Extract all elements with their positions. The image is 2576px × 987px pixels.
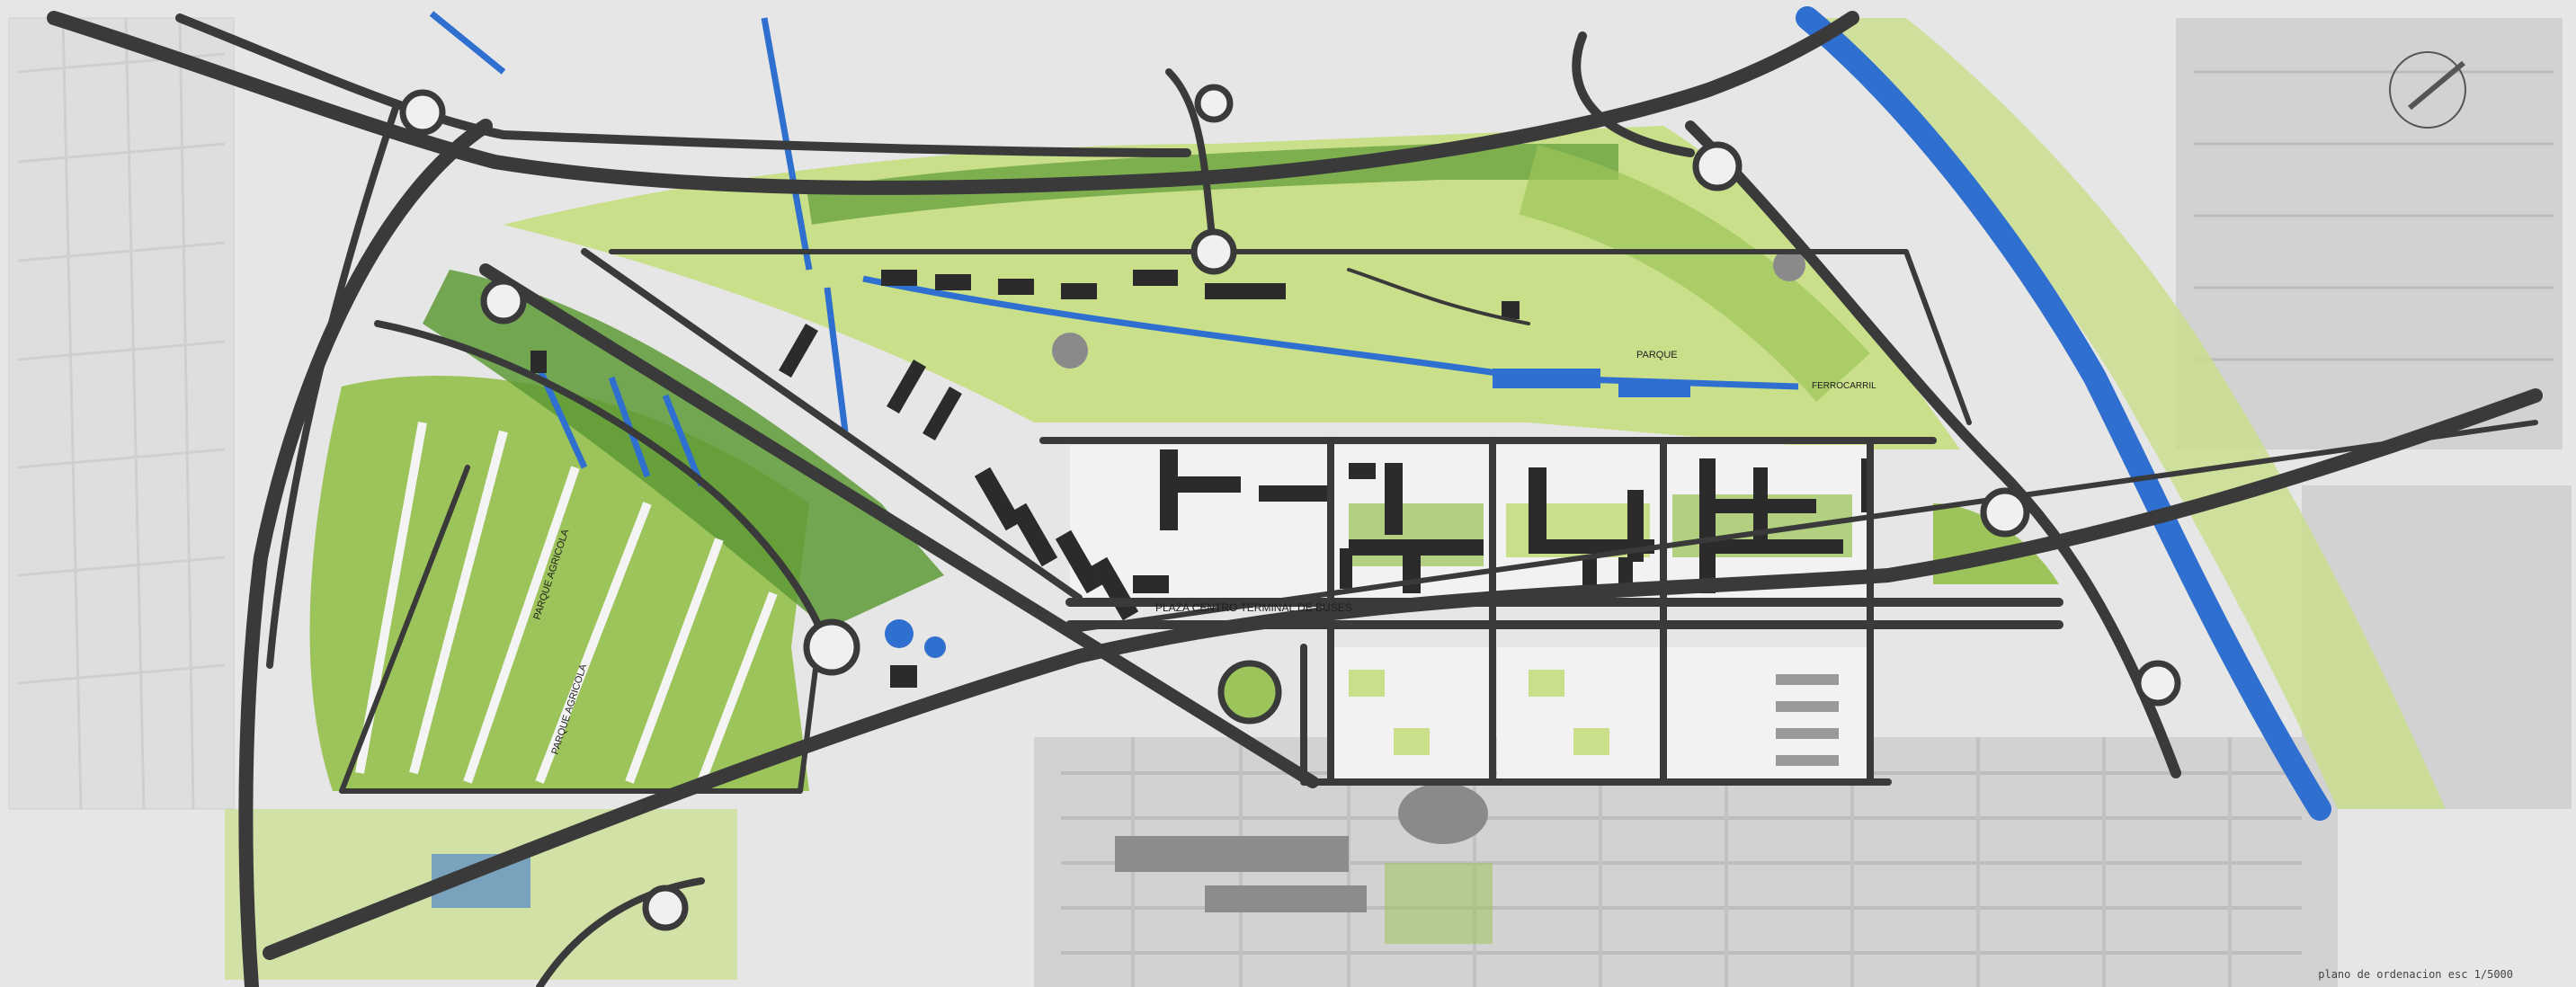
pond-west bbox=[885, 619, 914, 648]
diagonal-green-corridor bbox=[423, 270, 944, 629]
map-caption: plano de ordenacion esc 1/5000 bbox=[2318, 968, 2513, 981]
north-arrow-icon bbox=[2389, 51, 2466, 129]
plaza-label: PLAZA CENTRO TERMINAL DE BUSES bbox=[1155, 601, 1352, 614]
roundabout-north-2 bbox=[1194, 84, 1234, 123]
rail-platform-2 bbox=[1618, 381, 1690, 397]
roundabout-ne bbox=[1692, 141, 1743, 191]
roundabout-park-feature bbox=[1052, 333, 1088, 369]
round-feature-north bbox=[1773, 249, 1805, 281]
agricultural-parcels bbox=[355, 422, 778, 784]
roundabout-north bbox=[1190, 228, 1237, 275]
river-corridor bbox=[1796, 6, 2446, 821]
pond-west-2 bbox=[924, 636, 946, 658]
stadium bbox=[1398, 783, 1488, 844]
roundabout-southwest bbox=[642, 885, 689, 931]
rail-platform-1 bbox=[1493, 369, 1600, 388]
road-network bbox=[47, 11, 2543, 987]
roundabout-southeast bbox=[2135, 660, 2181, 707]
roundabout-w bbox=[480, 278, 527, 325]
river bbox=[1796, 6, 2331, 821]
roundabout-south bbox=[1217, 660, 1282, 725]
roundabouts bbox=[399, 84, 2181, 931]
building-footprints bbox=[530, 270, 1874, 766]
agricultural-fields-west bbox=[8, 17, 235, 810]
park-north-label: PARQUE bbox=[1636, 350, 1678, 360]
roundabout-center-west bbox=[803, 618, 860, 676]
roundabout-east bbox=[1980, 487, 2030, 538]
roundabout-nw bbox=[399, 89, 446, 136]
rail-east-label: FERROCARRIL bbox=[1812, 381, 1876, 391]
